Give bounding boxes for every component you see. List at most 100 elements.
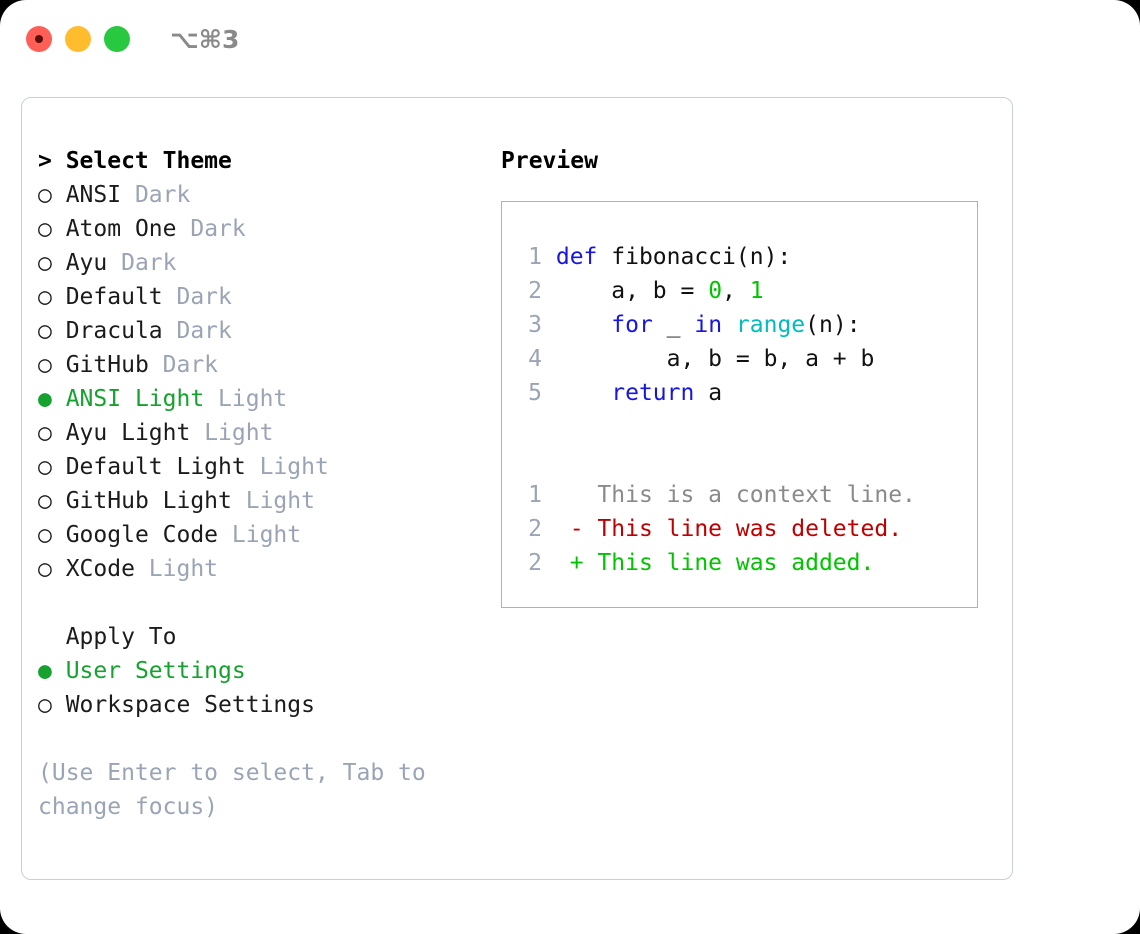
code-token: range	[735, 312, 806, 338]
code-token	[556, 312, 611, 338]
code-line: 3 for _ in range(n):	[502, 308, 977, 342]
line-number: 5	[528, 380, 542, 406]
theme-option-label: ANSI	[51, 182, 135, 208]
close-button[interactable]	[26, 26, 52, 52]
theme-option-atom-one[interactable]: ○ Atom One Dark	[38, 212, 498, 246]
theme-option-tag: Light	[204, 420, 274, 446]
apply-to-option-label: User Settings	[51, 658, 246, 684]
zoom-button[interactable]	[104, 26, 130, 52]
radio-unselected-icon: ○	[38, 692, 52, 718]
diff-text: This line was deleted.	[583, 516, 903, 542]
gutter-gap	[542, 550, 570, 576]
theme-option-label: Google Code	[51, 522, 232, 548]
theme-option-ayu[interactable]: ○ Ayu Dark	[38, 246, 498, 280]
theme-option-github[interactable]: ○ GitHub Dark	[38, 348, 498, 382]
theme-option-label: GitHub Light	[51, 488, 246, 514]
code-token: a, b =	[555, 278, 709, 304]
theme-option-google-code[interactable]: ○ Google Code Light	[38, 518, 498, 552]
apply-to-header: Apply To	[38, 624, 177, 650]
theme-option-tag: Dark	[121, 250, 177, 276]
apply-to-option-workspace-settings[interactable]: ○ Workspace Settings	[38, 688, 498, 722]
apply-to-list[interactable]: ● User Settings○ Workspace Settings	[38, 654, 498, 722]
diff-marker	[570, 482, 584, 508]
theme-option-label: Default	[51, 284, 177, 310]
theme-option-dracula[interactable]: ○ Dracula Dark	[38, 314, 498, 348]
theme-option-label: GitHub	[51, 352, 163, 378]
line-number: 2	[528, 550, 542, 576]
keyboard-shortcut-label: ⌥⌘3	[170, 24, 240, 54]
minimize-button[interactable]	[65, 26, 91, 52]
line-number: 4	[528, 346, 542, 372]
theme-option-tag: Dark	[162, 352, 219, 378]
radio-unselected-icon: ○	[38, 216, 52, 242]
code-line: 4 a, b = b, a + b	[502, 342, 977, 376]
theme-option-default[interactable]: ○ Default Dark	[38, 280, 498, 314]
list-spacer	[38, 586, 498, 620]
apply-to-option-label: Workspace Settings	[51, 692, 315, 718]
radio-unselected-icon: ○	[38, 318, 52, 344]
gutter-gap	[542, 278, 556, 304]
gutter-gap	[542, 516, 570, 542]
radio-unselected-icon: ○	[38, 284, 52, 310]
code-diff-separator	[502, 410, 977, 444]
diff-line-ctx: 1 This is a context line.	[502, 478, 977, 512]
code-token	[556, 380, 611, 406]
code-token: 0	[708, 278, 723, 304]
diff-line-del: 2 - This line was deleted.	[502, 512, 977, 546]
preview-header: Preview	[501, 148, 598, 174]
theme-picker-column: > Select Theme ○ ANSI Dark○ Atom One Dar…	[38, 144, 498, 824]
theme-option-label: Atom One	[51, 216, 191, 242]
code-token: 1	[749, 278, 764, 304]
theme-option-tag: Light	[259, 454, 329, 480]
line-number: 2	[528, 278, 542, 304]
line-number: 1	[528, 482, 542, 508]
diff-marker: -	[569, 516, 584, 542]
code-diff-separator-2	[502, 444, 977, 478]
code-token: for	[611, 312, 653, 338]
line-number: 3	[528, 312, 542, 338]
theme-option-tag: Dark	[134, 182, 191, 208]
select-theme-header: > Select Theme	[38, 148, 232, 174]
title-bar: ⌥⌘3	[0, 0, 1140, 78]
gutter-gap	[542, 244, 556, 270]
theme-option-ansi[interactable]: ○ ANSI Dark	[38, 178, 498, 212]
radio-unselected-icon: ○	[38, 522, 52, 548]
theme-option-label: ANSI Light	[51, 386, 219, 412]
theme-option-label: Ayu Light	[51, 420, 205, 446]
radio-selected-icon: ●	[38, 658, 52, 684]
radio-unselected-icon: ○	[38, 420, 52, 446]
theme-option-github-light[interactable]: ○ GitHub Light Light	[38, 484, 498, 518]
radio-selected-icon: ●	[38, 386, 52, 412]
theme-option-ansi-light[interactable]: ● ANSI Light Light	[38, 382, 498, 416]
radio-unselected-icon: ○	[38, 352, 52, 378]
diff-line-add: 2 + This line was added.	[502, 546, 977, 580]
diff-text: This is a context line.	[583, 482, 916, 508]
hint-spacer	[38, 722, 498, 756]
keyboard-hint: (Use Enter to select, Tab to change focu…	[38, 760, 426, 820]
theme-option-tag: Light	[231, 522, 302, 548]
main-panel: > Select Theme ○ ANSI Dark○ Atom One Dar…	[21, 97, 1013, 880]
code-token: ,	[722, 278, 750, 304]
theme-option-tag: Light	[148, 556, 219, 582]
theme-option-tag: Light	[245, 488, 315, 514]
code-token: a, b = b, a + b	[555, 346, 875, 372]
radio-unselected-icon: ○	[38, 488, 52, 514]
line-number: 1	[528, 244, 542, 270]
radio-unselected-icon: ○	[38, 556, 52, 582]
gutter-gap	[542, 482, 570, 508]
radio-unselected-icon: ○	[38, 250, 52, 276]
code-token: _	[652, 312, 695, 338]
theme-option-default-light[interactable]: ○ Default Light Light	[38, 450, 498, 484]
gutter-gap	[542, 312, 556, 338]
code-token: fibonacci(n):	[597, 244, 792, 270]
code-line: 2 a, b = 0, 1	[502, 274, 977, 308]
code-line: 1 def fibonacci(n):	[502, 240, 977, 274]
radio-unselected-icon: ○	[38, 454, 52, 480]
theme-list[interactable]: ○ ANSI Dark○ Atom One Dark○ Ayu Dark○ De…	[38, 178, 498, 586]
theme-option-ayu-light[interactable]: ○ Ayu Light Light	[38, 416, 498, 450]
theme-option-xcode[interactable]: ○ XCode Light	[38, 552, 498, 586]
line-number: 2	[528, 516, 542, 542]
apply-to-option-user-settings[interactable]: ● User Settings	[38, 654, 498, 688]
